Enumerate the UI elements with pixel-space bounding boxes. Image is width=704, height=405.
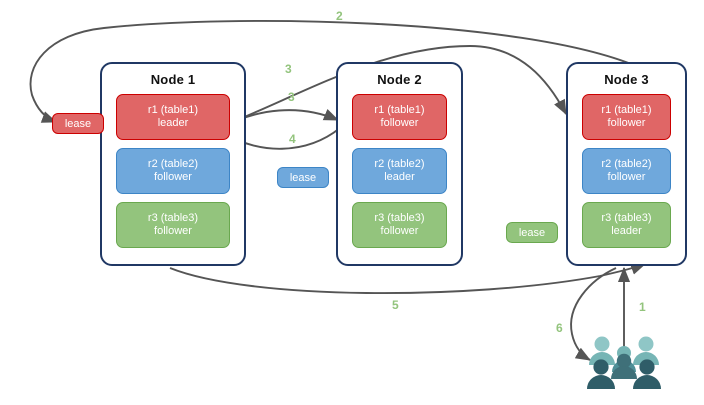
node-3-replica-r1-name: r1 (table1) — [601, 104, 652, 116]
node-3-replica-r3-name: r3 (table3) — [601, 212, 652, 224]
node-3-replica-r1-role: follower — [607, 117, 646, 129]
edge-5 — [169, 263, 647, 295]
step-label-3-lower: 3 — [288, 90, 295, 104]
step-label-5: 5 — [392, 298, 399, 312]
lease-badge-red[interactable]: lease — [52, 113, 104, 134]
step-label-2: 2 — [336, 9, 343, 23]
step-label-3-upper: 3 — [285, 62, 292, 76]
step-label-1: 1 — [639, 300, 646, 314]
node-3-replica-r2[interactable]: r2 (table2) follower — [582, 148, 671, 194]
node-3-replica-r3-role: leader — [611, 225, 642, 237]
node-2-replica-r1-name: r1 (table1) — [374, 104, 425, 116]
node-2-replica-r3-role: follower — [380, 225, 419, 237]
clients-icon — [586, 334, 662, 390]
node-2-replica-r2-role: leader — [384, 171, 415, 183]
node-2-replica-r1-role: follower — [380, 117, 419, 129]
node-1-replica-r2-role: follower — [154, 171, 192, 183]
node-2-title: Node 2 — [377, 72, 422, 87]
lease-badge-green[interactable]: lease — [506, 222, 558, 243]
step-label-4: 4 — [289, 132, 296, 146]
node-2[interactable]: Node 2 r1 (table1) follower r2 (table2) … — [336, 62, 463, 266]
node-3-title: Node 3 — [604, 72, 649, 87]
node-1-replica-r1-role: leader — [157, 117, 189, 129]
node-1-replica-r3[interactable]: r3 (table3) follower — [116, 202, 230, 248]
node-3[interactable]: Node 3 r1 (table1) follower r2 (table2) … — [566, 62, 687, 266]
step-label-6: 6 — [556, 321, 563, 335]
node-1-replica-r3-name: r3 (table3) — [147, 212, 199, 224]
node-2-replica-r2[interactable]: r2 (table2) leader — [352, 148, 447, 194]
node-2-replica-r1[interactable]: r1 (table1) follower — [352, 94, 447, 140]
node-1[interactable]: Node 1 r1 (table1) leader r2 (table2) fo… — [100, 62, 246, 266]
node-2-replica-r3-name: r3 (table3) — [374, 212, 425, 224]
node-1-replica-r1[interactable]: r1 (table1) leader — [116, 94, 230, 140]
node-1-title: Node 1 — [150, 72, 196, 87]
node-3-replica-r2-name: r2 (table2) — [601, 158, 652, 170]
node-1-replica-r2-name: r2 (table2) — [147, 158, 199, 170]
node-1-replica-r1-name: r1 (table1) — [147, 104, 199, 116]
lease-badge-blue[interactable]: lease — [277, 167, 329, 188]
node-3-replica-r3[interactable]: r3 (table3) leader — [582, 202, 671, 248]
node-3-replica-r2-role: follower — [607, 171, 646, 183]
node-3-replica-r1[interactable]: r1 (table1) follower — [582, 94, 671, 140]
node-1-replica-r2[interactable]: r2 (table2) follower — [116, 148, 230, 194]
node-1-replica-r3-role: follower — [154, 225, 192, 237]
node-2-replica-r2-name: r2 (table2) — [374, 158, 425, 170]
node-2-replica-r3[interactable]: r3 (table3) follower — [352, 202, 447, 248]
people-group-icon — [587, 336, 661, 389]
